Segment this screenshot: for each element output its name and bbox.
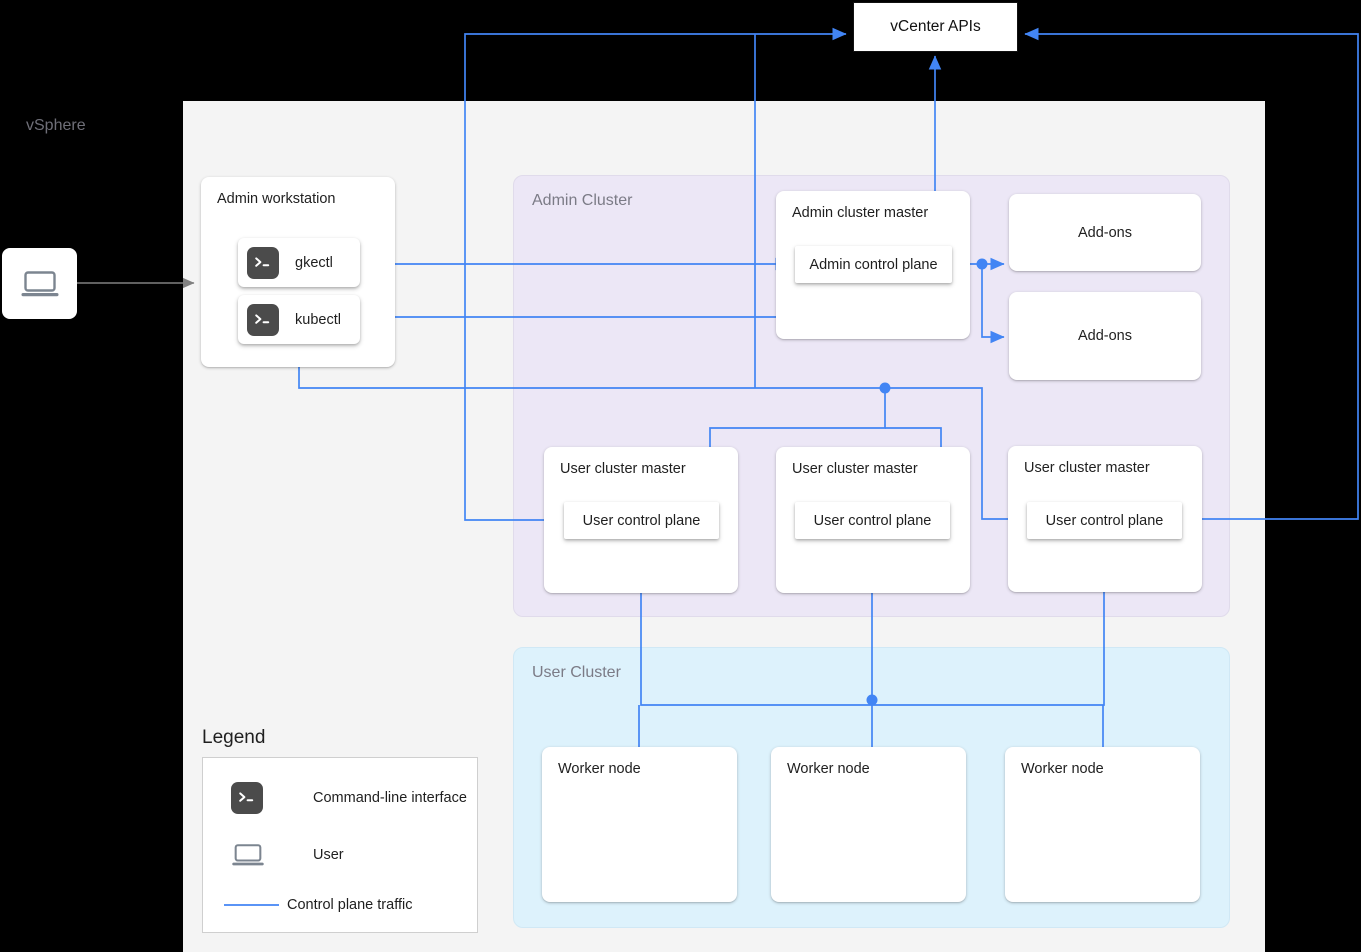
legend-box: Command-line interface User Control plan… [202, 757, 478, 933]
user-control-plane-2[interactable]: User control plane [795, 502, 950, 539]
addons-label-2: Add-ons [1077, 328, 1132, 344]
terminal-icon [247, 246, 279, 279]
worker-node-card-1[interactable]: Worker node [542, 747, 737, 902]
worker-node-title-2: Worker node [787, 761, 870, 777]
user-control-plane-1[interactable]: User control plane [564, 502, 719, 539]
cli-label-gkectl: gkectl [295, 254, 333, 271]
user-node[interactable] [2, 248, 77, 319]
addons-label-1: Add-ons [1077, 224, 1132, 241]
laptop-user-icon [21, 270, 58, 296]
addons-card-2[interactable]: Add-ons [1009, 292, 1201, 380]
legend-item-cli: Command-line interface [231, 782, 467, 814]
user-cluster-master-title-2: User cluster master [792, 461, 918, 477]
terminal-icon [247, 303, 279, 336]
user-cluster-master-title-3: User cluster master [1024, 460, 1150, 476]
worker-node-card-3[interactable]: Worker node [1005, 747, 1200, 902]
zone-admin-cluster-label: Admin Cluster [532, 192, 633, 209]
admin-control-plane[interactable]: Admin control plane [795, 246, 952, 283]
legend-label-user: User [313, 847, 344, 863]
cli-chip-gkectl[interactable]: gkectl [238, 238, 360, 287]
user-cluster-master-title-1: User cluster master [560, 461, 686, 477]
legend-label-cli: Command-line interface [313, 790, 467, 806]
admin-cluster-master-title: Admin cluster master [792, 205, 929, 221]
terminal-icon [231, 782, 263, 814]
legend-title: Legend [202, 727, 266, 748]
cli-label-kubectl: kubectl [295, 311, 341, 328]
zone-vsphere-label: vSphere [26, 117, 86, 134]
cli-chip-kubectl[interactable]: kubectl [238, 295, 360, 344]
vcenter-apis-node[interactable]: vCenter APIs [853, 2, 1018, 52]
legend-item-traffic: Control plane traffic [224, 897, 412, 913]
vcenter-apis-label: vCenter APIs [890, 18, 981, 35]
worker-node-title-3: Worker node [1021, 761, 1104, 777]
line-swatch-icon [224, 904, 279, 906]
user-control-plane-label-2: User control plane [813, 512, 932, 529]
addons-card-1[interactable]: Add-ons [1009, 194, 1201, 271]
laptop-user-icon [232, 844, 264, 866]
legend-item-user: User [231, 842, 344, 868]
user-control-plane-label-3: User control plane [1045, 512, 1164, 529]
legend-label-traffic: Control plane traffic [287, 897, 413, 913]
admin-control-plane-label: Admin control plane [809, 256, 938, 273]
worker-node-title-1: Worker node [558, 761, 641, 777]
admin-workstation-title: Admin workstation [217, 191, 336, 207]
zone-user-cluster-label: User Cluster [532, 664, 621, 681]
user-control-plane-3[interactable]: User control plane [1027, 502, 1182, 539]
worker-node-card-2[interactable]: Worker node [771, 747, 966, 902]
user-control-plane-label-1: User control plane [582, 512, 701, 529]
